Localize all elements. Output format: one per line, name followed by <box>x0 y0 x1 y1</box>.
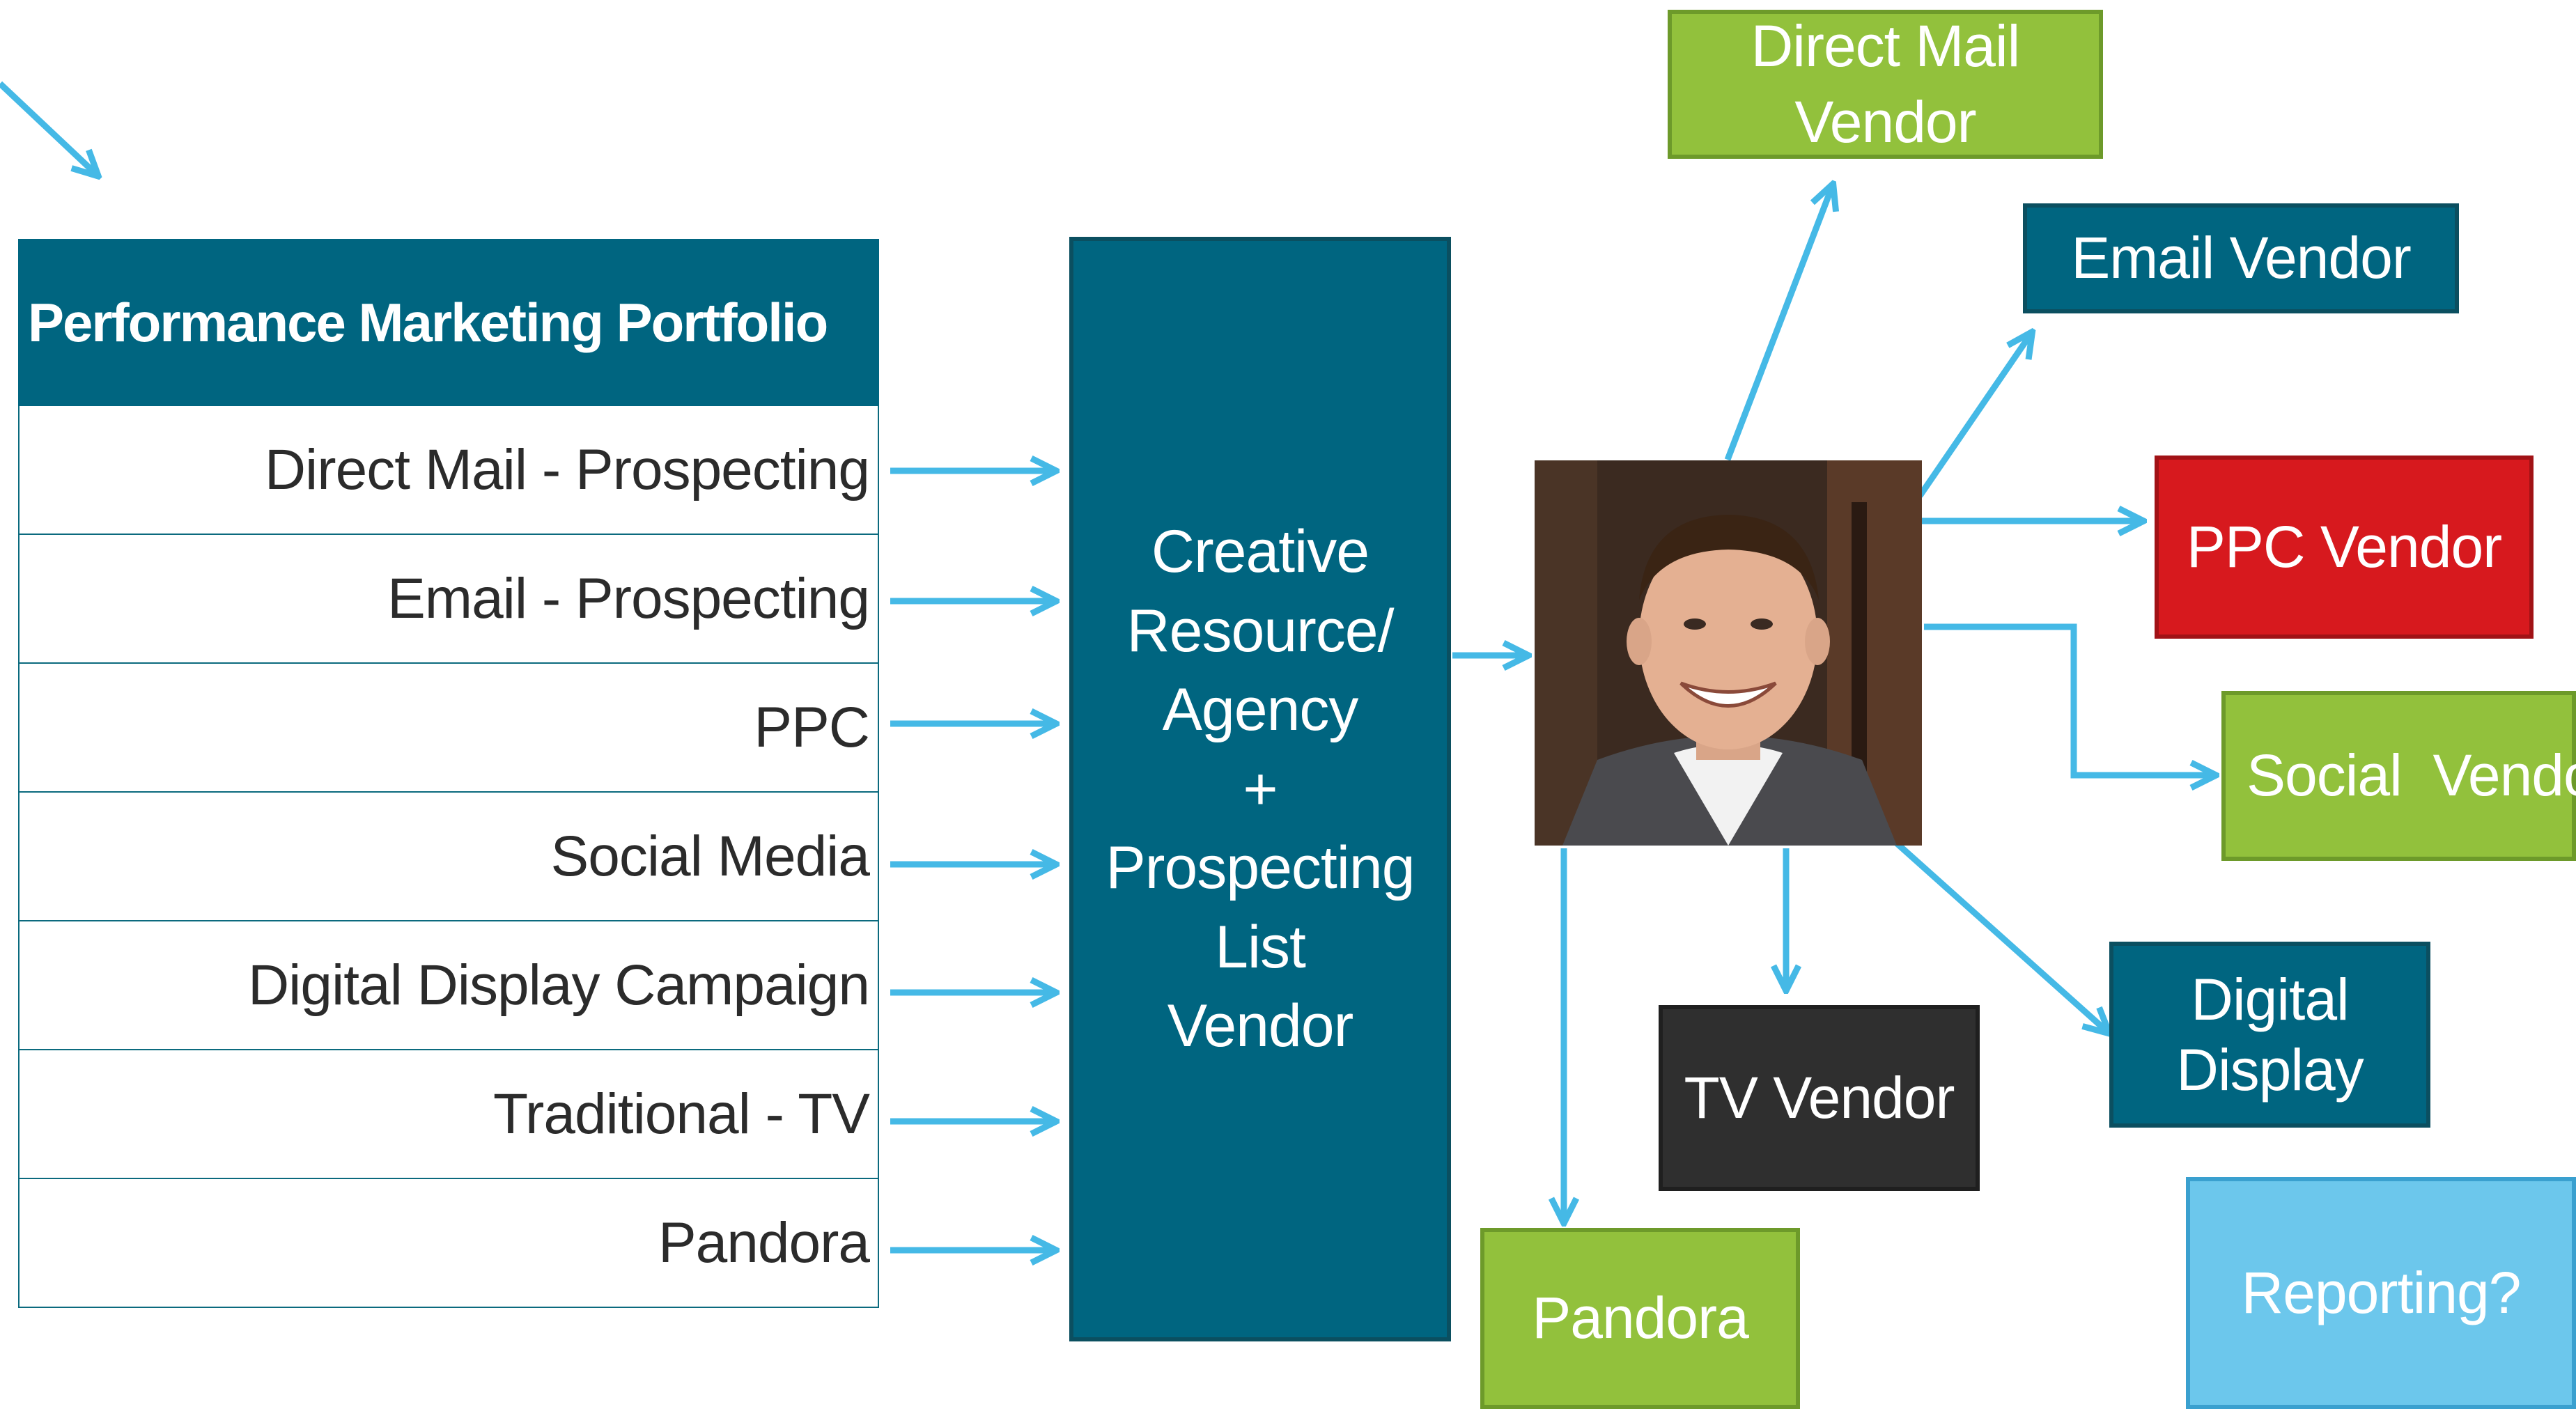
intro-arrow <box>0 81 96 174</box>
pandora-vendor-box: Pandora <box>1480 1228 1800 1409</box>
digital-display-vendor-box: Digital Display <box>2109 942 2430 1128</box>
arrow-to-digital <box>1894 840 2107 1032</box>
reporting-box: Reporting? <box>2186 1177 2576 1409</box>
portfolio-item-tv: Traditional - TV <box>18 1050 879 1179</box>
direct-mail-vendor-box: Direct Mail Vendor <box>1668 10 2103 159</box>
portfolio-item-direct-mail: Direct Mail - Prospecting <box>18 406 879 535</box>
portfolio-item-pandora: Pandora <box>18 1179 879 1308</box>
portfolio-item-email: Email - Prospecting <box>18 535 879 664</box>
portfolio-title: Performance Marketing Portfolio <box>18 239 879 406</box>
agency-box: Creative Resource/ Agency + Prospecting … <box>1069 237 1451 1341</box>
portfolio-table: Performance Marketing Portfolio Direct M… <box>18 239 879 1308</box>
arrow-to-social <box>1924 623 2213 775</box>
social-vendor-box: Social Vendor <box>2221 691 2576 861</box>
tv-vendor-box: TV Vendor <box>1659 1005 1980 1191</box>
portfolio-item-ppc: PPC <box>18 664 879 793</box>
person-photo-icon <box>1535 460 1922 846</box>
ppc-vendor-box: PPC Vendor <box>2155 456 2534 639</box>
arrow-to-direct-mail <box>1724 187 1832 461</box>
arrow-to-email <box>1917 334 2031 498</box>
email-vendor-box: Email Vendor <box>2023 203 2459 313</box>
portfolio-item-digital-display: Digital Display Campaign <box>18 921 879 1050</box>
portfolio-item-social: Social Media <box>18 793 879 921</box>
avatar <box>1535 460 1922 846</box>
